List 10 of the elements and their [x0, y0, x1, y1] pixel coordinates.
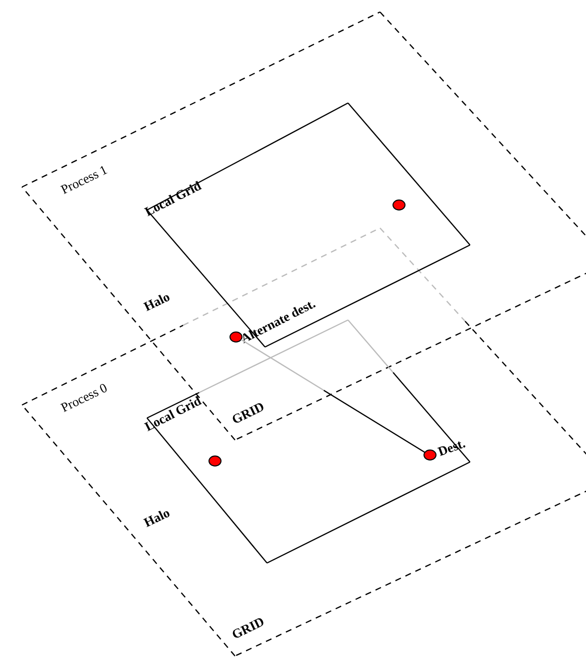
grid-label: Local Grid [142, 394, 204, 434]
grid-label: GRID [230, 400, 267, 427]
halo-label: Halo [142, 506, 172, 530]
halo-label: Halo [142, 290, 172, 314]
grid-label: Local Grid [142, 178, 204, 219]
point-label: Dest. [436, 436, 468, 459]
grid-label: GRID [230, 614, 267, 642]
process-label: Process 1 [58, 162, 110, 197]
process-label: Process 0 [58, 380, 110, 415]
connector-line [240, 339, 426, 453]
